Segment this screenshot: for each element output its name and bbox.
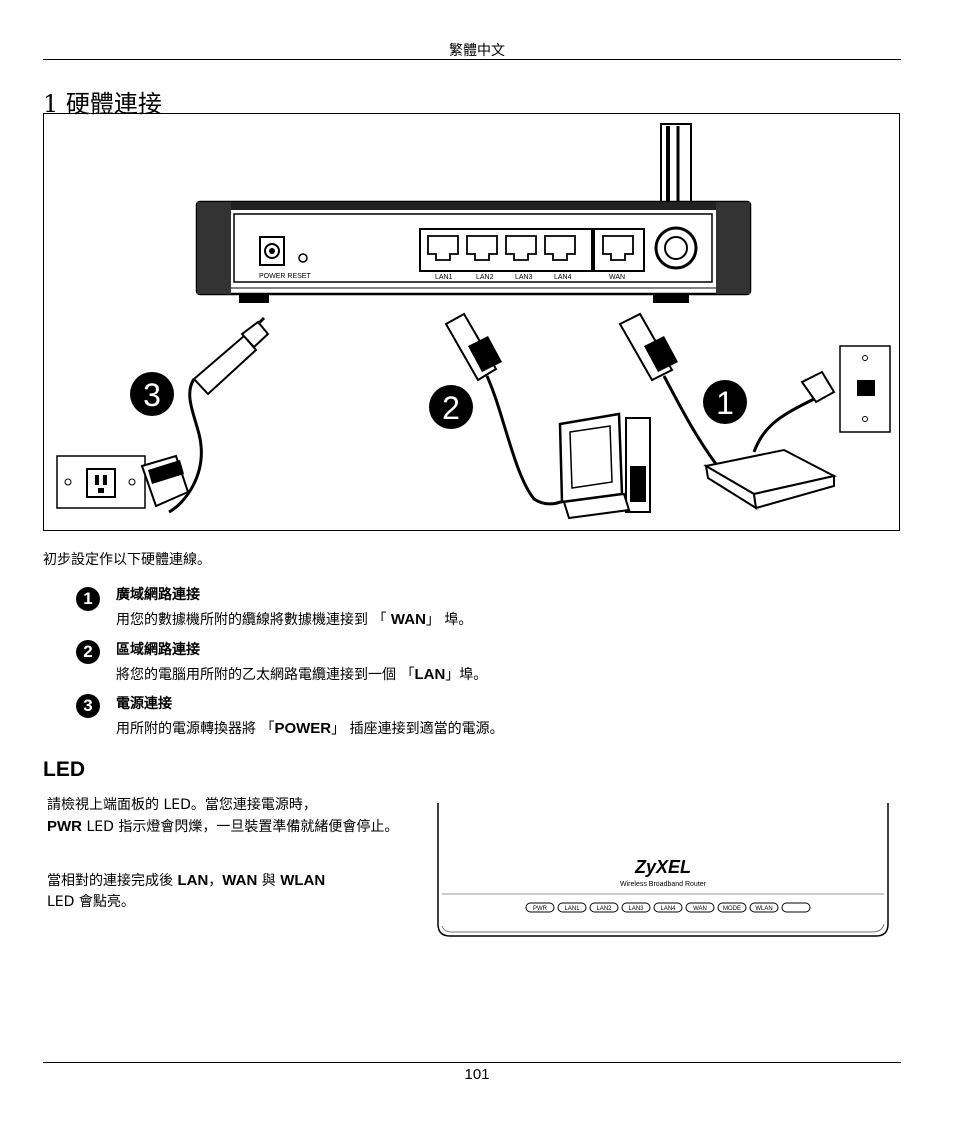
led-p2-text-3: 與 [257,873,281,889]
led-indicator-lan3: LAN3 [628,906,644,912]
led-p1-text-2: LED 指示燈會閃爍，一旦裝置準備就緒便會停止。 [82,819,399,835]
page-number: 101 [464,1066,490,1083]
lan3-port-label: LAN3 [515,274,533,281]
led-indicator-lan1: LAN1 [564,906,580,912]
router-front-panel: ZyXEL Wireless Broadband Router PWR LAN1… [437,803,889,937]
step-2-text: 將您的電腦用所附的乙太網路電纜連接到一個 「 [116,667,415,683]
step-3-text: 用所附的電源轉換器將 「 [116,721,275,737]
led-indicator-wlan: WLAN [755,906,772,912]
led-heading: LED [43,758,85,781]
led-p2-text-2: ， [208,873,223,889]
led-p2-lan: LAN [177,872,209,889]
callout-2-number: 2 [442,390,460,426]
step-1-keyword: WAN [390,611,426,628]
connection-diagram: POWER RESET LAN1 LAN2 LAN3 LAN4 WAN [56,123,891,520]
step-1-badge: 1 [76,587,100,611]
lan1-port-label: LAN1 [435,274,453,281]
led-p2-text-1: 當相對的連接完成後 [47,873,178,889]
led-indicator-wan: WAN [693,906,707,912]
phone-wall-jack [839,345,891,433]
callout-3-circle [130,372,174,416]
step-1-text-end: 」 埠。 [425,612,473,628]
callout-3-number: 3 [143,377,161,413]
computer [558,412,651,520]
led-paragraph-2: 當相對的連接完成後 LAN，WAN 與 WLAN LED 會點亮。 [47,870,417,913]
callout-2-circle [429,385,473,429]
modem [703,370,837,510]
step-3-title: 電源連接 [116,696,172,712]
wan-cable-plug [618,312,718,465]
led-indicator-mode: MODE [723,906,741,912]
router-back-panel [195,200,752,303]
led-paragraph-1: 請檢視上端面板的 LED。當您連接電源時， PWR LED 指示燈會閃爍，一旦裝置… [47,795,417,838]
led-indicator-pwr: PWR [533,906,548,912]
led-indicators: PWR LAN1 LAN2 LAN3 LAN4 WAN MODE WLAN [525,902,811,913]
led-p1-pwr: PWR [47,818,82,835]
step-3-keyword: POWER [274,720,332,737]
hardware-connection-figure: POWER RESET LAN1 LAN2 LAN3 LAN4 WAN [43,113,900,531]
step-1-text: 用您的數據機所附的纜線將數據機連接到 「 [116,612,391,628]
step-2-keyword: LAN [414,666,446,683]
footer-rule [43,1062,901,1063]
callout-1-circle [703,380,747,424]
led-indicator-lan4: LAN4 [660,906,676,912]
led-p2-text-4: LED 會點亮。 [47,894,135,910]
led-p2-wan: WAN [222,872,258,889]
step-1-description: 用您的數據機所附的纜線將數據機連接到 「 WAN」 埠。 [116,609,472,629]
power-plug [168,316,270,514]
step-3-text-end: 」 插座連接到適當的電源。 [331,721,504,737]
zyxel-logo: ZyXEL [634,857,691,877]
header-rule [43,59,901,60]
step-3-badge: 3 [76,694,100,718]
led-p2-wlan: WLAN [280,872,326,889]
lan2-port-label: LAN2 [476,274,494,281]
callout-1-number: 1 [716,385,734,421]
led-p1-text-1: 請檢視上端面板的 LED。當您連接電源時， [47,797,317,813]
wan-port-label: WAN [609,274,625,281]
power-reset-label: POWER RESET [259,273,311,280]
step-2-text-end: 」埠。 [445,667,488,683]
wall-outlet [56,454,190,509]
lan4-port-label: LAN4 [554,274,572,281]
intro-text: 初步設定作以下硬體連線。 [43,552,211,568]
router-model-text: Wireless Broadband Router [620,881,707,888]
header-language-label: 繁體中文 [449,43,505,59]
led-indicator-lan2: LAN2 [596,906,612,912]
step-2-badge: 2 [76,640,100,664]
step-3-description: 用所附的電源轉換器將 「POWER」 插座連接到適當的電源。 [116,718,504,738]
step-2-description: 將您的電腦用所附的乙太網路電纜連接到一個 「LAN」埠。 [116,664,487,684]
step-1-title: 廣域網路連接 [116,587,200,603]
step-2-title: 區域網路連接 [116,642,200,658]
